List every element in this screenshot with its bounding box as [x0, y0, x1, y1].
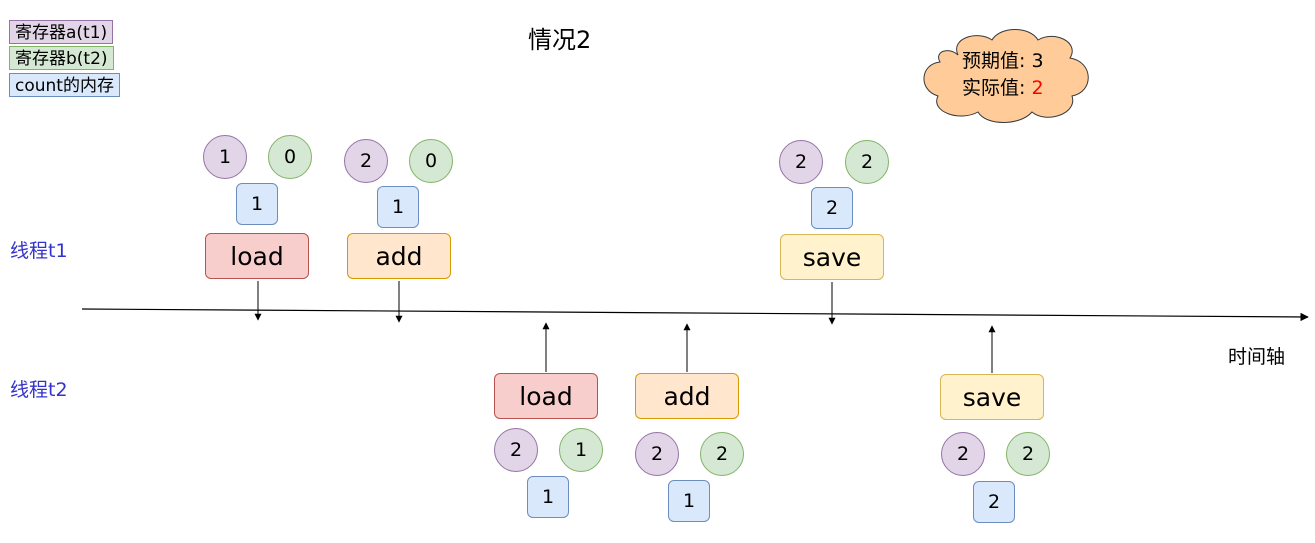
step-t1-load: load: [205, 233, 309, 279]
register-b-value: 2: [1006, 432, 1050, 476]
actual-value-text: 实际值: 2: [962, 73, 1044, 100]
expected-number: 3: [1031, 50, 1044, 72]
count-memory-value: 2: [973, 481, 1015, 523]
count-memory-value: 1: [527, 476, 569, 518]
count-memory-value: 2: [811, 187, 853, 229]
cloud-shape: [923, 29, 1089, 123]
register-a-value: 2: [941, 432, 985, 476]
step-t2-save: save: [940, 374, 1044, 420]
register-b-value: 0: [268, 135, 312, 179]
count-memory-value: 1: [668, 480, 710, 522]
timeline-axis: [81, 308, 1309, 322]
register-a-value: 2: [635, 432, 679, 476]
count-memory-value: 1: [377, 186, 419, 228]
legend-register-a: 寄存器a(t1): [9, 20, 114, 44]
register-b-value: 2: [700, 432, 744, 476]
expected-label: 预期值:: [962, 50, 1032, 72]
register-b-value: 1: [559, 428, 603, 472]
step-t2-load: load: [494, 373, 598, 419]
count-memory-value: 1: [236, 183, 278, 225]
time-axis-label: 时间轴: [1228, 346, 1286, 368]
register-a-value: 2: [494, 428, 538, 472]
step-t1-add: add: [347, 233, 451, 279]
legend-count-memory: count的内存: [9, 73, 120, 97]
thread-t2-label: 线程t2: [10, 379, 68, 401]
actual-number: 2: [1031, 77, 1044, 99]
expected-value-text: 预期值: 3: [962, 46, 1044, 73]
register-b-value: 2: [845, 140, 889, 184]
actual-label: 实际值:: [962, 77, 1032, 99]
register-a-value: 2: [344, 139, 388, 183]
register-a-value: 1: [203, 135, 247, 179]
register-b-value: 0: [409, 139, 453, 183]
step-t1-save: save: [780, 234, 884, 280]
register-a-value: 2: [779, 140, 823, 184]
legend-register-b: 寄存器b(t2): [9, 46, 114, 70]
diagram-title: 情况2: [528, 26, 592, 54]
thread-t1-label: 线程t1: [10, 240, 68, 262]
step-t2-add: add: [635, 373, 739, 419]
